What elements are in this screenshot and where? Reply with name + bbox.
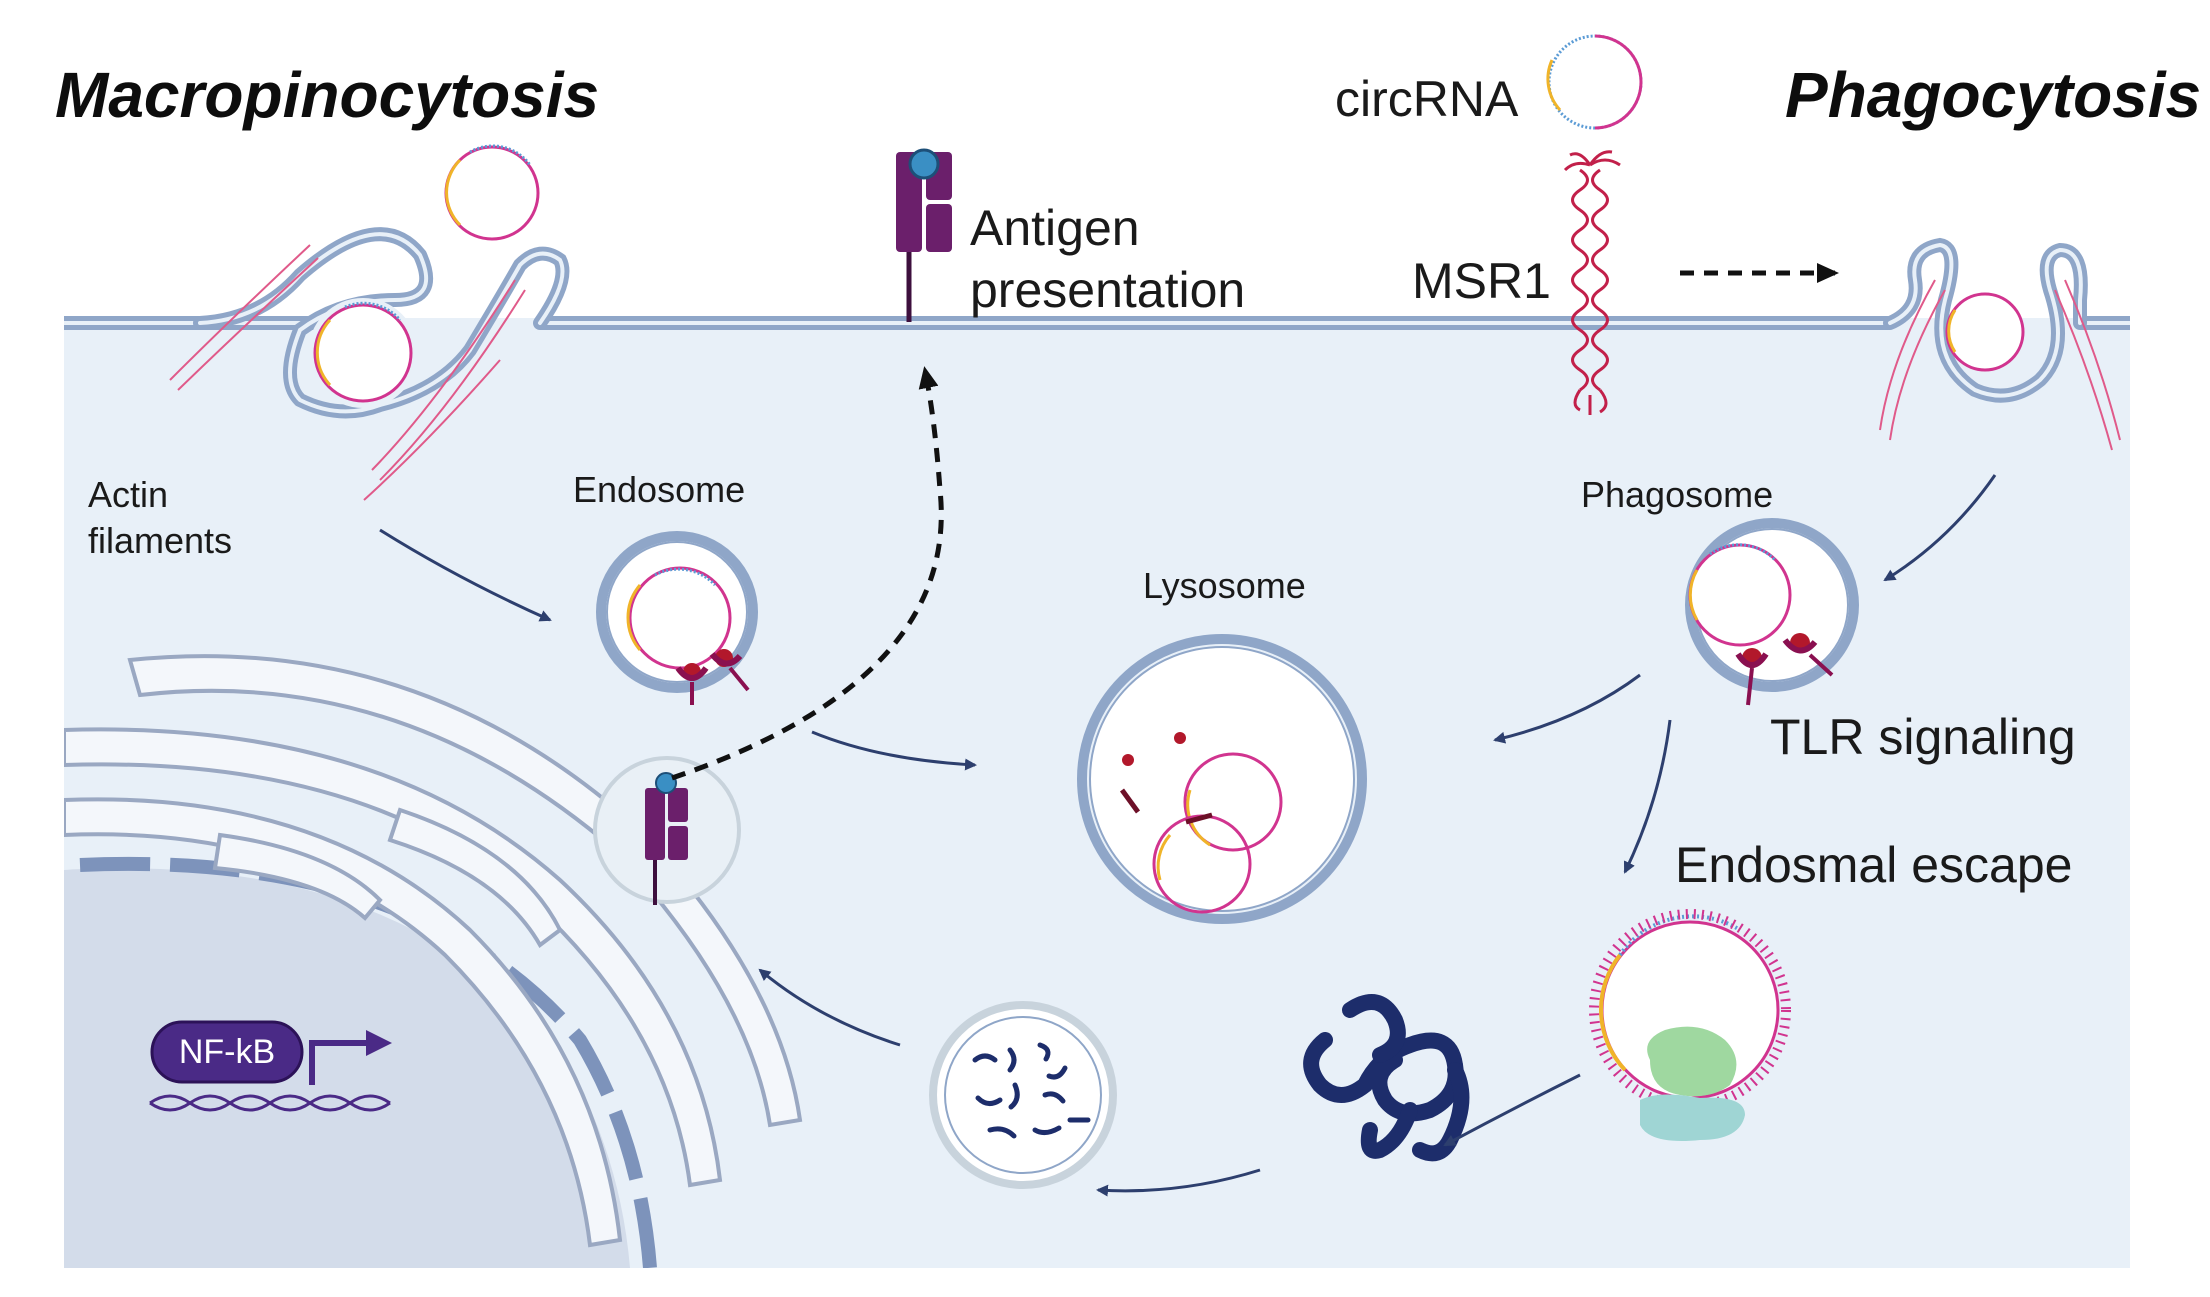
endosome-label: Endosome <box>573 469 746 510</box>
nucleus <box>64 856 657 1268</box>
lysosome-label: Lysosome <box>1143 565 1306 606</box>
ribosome <box>1640 1026 1745 1141</box>
endosomal-escape-label: Endosmal escape <box>1675 837 2073 893</box>
msr1-label: MSR1 <box>1412 253 1551 309</box>
phagocytosis-title: Phagocytosis <box>1785 59 2202 131</box>
circrna-vesicle-top <box>1546 34 1643 130</box>
mhc-vesicle <box>593 756 741 905</box>
nfkb-dna-icon <box>149 1020 392 1112</box>
macropinocytosis-title: Macropinocytosis <box>55 59 600 131</box>
endosome <box>596 531 758 705</box>
circrna-label: circRNA <box>1335 71 1519 127</box>
degradation-vesicle <box>929 1001 1117 1189</box>
actin-filaments <box>169 244 2121 501</box>
phagosome-label: Phagosome <box>1581 474 1774 515</box>
antigen-label-line2: presentation <box>970 262 1246 318</box>
phagosome <box>1685 518 1859 706</box>
circrna-vesicle-macropinosome <box>313 301 413 403</box>
circrna-vesicle-cup <box>1945 292 2025 372</box>
dashed-arrows <box>671 263 1839 781</box>
tlr-signaling-label: TLR signaling <box>1770 709 2076 765</box>
antigen-label-line1: Antigen <box>970 200 1140 256</box>
actin-label-line1: Actin <box>88 474 169 515</box>
phagocytic-cup <box>1883 237 2088 403</box>
actin-label-line2: filaments <box>88 520 233 561</box>
mhc-surface <box>896 148 952 322</box>
msr1-receptor <box>1563 150 1621 415</box>
pathway-arrows <box>379 474 1997 1197</box>
circrna-vesicle-outside <box>444 144 540 241</box>
lysosome <box>1077 634 1367 924</box>
nfkb-label: NF-kB <box>178 1033 276 1071</box>
